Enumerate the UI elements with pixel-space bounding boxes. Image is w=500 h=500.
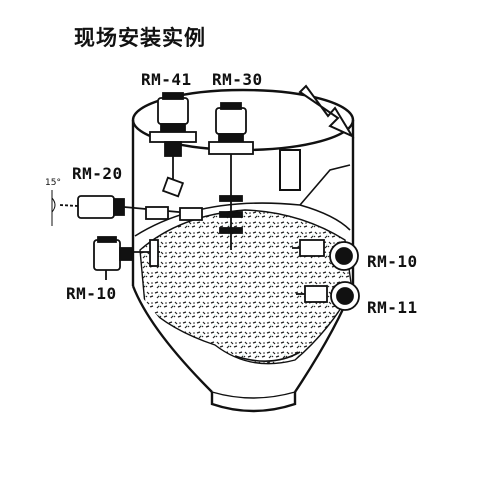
label-rm10-left: RM-10 [66, 284, 117, 303]
label-angle: 15° [45, 178, 61, 188]
label-rm30: RM-30 [212, 70, 263, 89]
label-rm10-right: RM-10 [367, 252, 418, 271]
rm20-sensor [51, 190, 203, 226]
label-rm41: RM-41 [141, 70, 192, 89]
rm10-left-sensor [93, 236, 160, 280]
diagram-title: 现场安装实例 [74, 26, 206, 50]
rm10-right-sensor [292, 239, 359, 271]
label-rm20: RM-20 [72, 164, 123, 183]
rm30-sensor [208, 102, 254, 250]
rm11-sensor [296, 281, 360, 311]
label-rm11: RM-11 [367, 298, 418, 317]
inlet-arrow [279, 84, 355, 191]
rm41-sensor [149, 92, 197, 198]
